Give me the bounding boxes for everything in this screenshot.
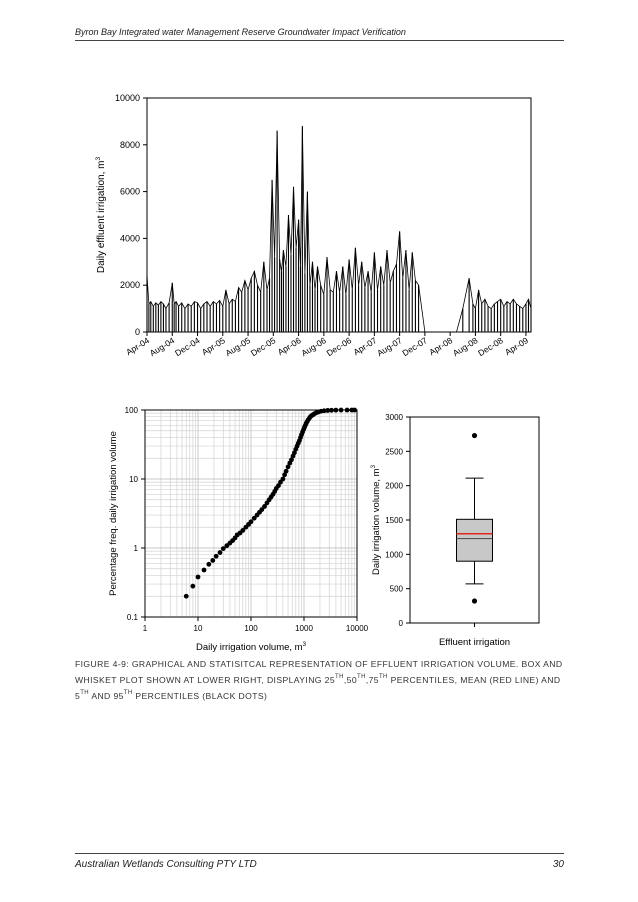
freq-point	[206, 561, 212, 567]
timeseries-y-tick-label: 0	[135, 327, 140, 337]
freq-point	[289, 457, 294, 463]
timeseries-x-tick-label: Apr-04	[124, 335, 151, 357]
timeseries-x-tick-label: Dec-06	[325, 335, 354, 358]
timeseries-x-tick-label: Aug-08	[451, 335, 480, 358]
box-category-label: Effluent irrigation	[439, 637, 510, 648]
freq-x-tick-label: 1000	[295, 624, 313, 633]
running-header: Byron Bay Integrated water Management Re…	[75, 27, 406, 37]
timeseries-y-tick-label: 6000	[120, 187, 140, 197]
freq-point	[329, 407, 334, 413]
freq-point	[195, 574, 201, 580]
freq-x-axis-label: Daily irrigation volume, m3	[196, 641, 307, 653]
freq-point	[210, 558, 216, 563]
freq-y-axis-label: Percentage freq. daily irrigation volume	[108, 431, 119, 596]
header-rule	[75, 40, 564, 41]
freq-point	[344, 407, 350, 413]
freq-point	[217, 550, 223, 555]
freq-point	[259, 507, 265, 513]
caption-sup-5: th	[123, 690, 133, 696]
freq-x-tick-label: 100	[244, 624, 258, 633]
timeseries-x-tick-label: Apr-06	[276, 335, 303, 357]
freq-point	[283, 468, 289, 474]
caption-sup-4: th	[80, 690, 89, 696]
freq-point	[183, 593, 189, 599]
freq-point	[352, 407, 357, 413]
timeseries-x-tick-label: Dec-05	[249, 335, 278, 358]
caption-sup-2: th	[357, 674, 366, 680]
timeseries-y-tick-label: 10000	[115, 93, 140, 103]
timeseries-x-tick-label: Dec-07	[400, 335, 429, 358]
box-y-tick-label: 3000	[385, 413, 403, 422]
timeseries-x-tick-label: Apr-08	[427, 335, 454, 357]
caption-text-4: percentiles, mean (red line) and 5	[75, 675, 561, 701]
caption-text-2: ,50	[343, 675, 358, 685]
timeseries-y-axis-label: Daily effluent irrigation, m3	[95, 156, 107, 273]
box-y-tick-label: 2000	[385, 482, 403, 491]
box-p95-dot	[471, 432, 478, 439]
box-y-tick-label: 500	[390, 585, 404, 594]
timeseries-x-tick-label: Aug-07	[375, 335, 404, 358]
freq-point	[251, 515, 257, 521]
freq-point	[248, 519, 254, 525]
timeseries-x-tick-label: Aug-06	[299, 335, 328, 358]
box-y-tick-label: 0	[399, 619, 404, 628]
freq-point	[240, 527, 246, 533]
caption-text-5: and 95	[89, 691, 124, 701]
freq-x-tick-label: 10	[194, 624, 203, 633]
freq-point	[262, 504, 267, 509]
timeseries-x-tick-label: Aug-04	[148, 335, 177, 358]
timeseries-x-tick-label: Apr-09	[503, 335, 530, 357]
timeseries-x-tick-label: Dec-08	[476, 335, 505, 358]
freq-point	[213, 553, 219, 559]
freq-point	[285, 464, 291, 470]
box-y-tick-label: 2500	[385, 447, 403, 456]
freq-point	[338, 407, 344, 413]
caption-text-3: ,75	[365, 675, 379, 685]
freq-point	[282, 472, 287, 478]
freq-x-tick-label: 1	[143, 624, 148, 633]
freq-y-tick-label: 1	[134, 544, 139, 553]
timeseries-x-tick-label: Apr-07	[351, 335, 378, 357]
freq-point	[280, 476, 286, 482]
footer-rule	[75, 853, 564, 854]
freq-point	[325, 408, 331, 413]
timeseries-plot-frame	[146, 97, 532, 333]
caption-sup-1: th	[335, 674, 344, 680]
timeseries-x-tick-label: Aug-05	[224, 335, 253, 358]
caption-text-6: percentiles (black dots)	[132, 691, 268, 701]
freq-point	[321, 408, 327, 414]
freq-y-tick-label: 100	[125, 406, 139, 415]
box-y-tick-label: 1000	[385, 550, 403, 559]
timeseries-y-tick-label: 8000	[120, 140, 140, 150]
caption-sup-3: th	[378, 674, 388, 680]
freq-point	[220, 546, 226, 552]
freq-point	[333, 407, 339, 413]
freq-point	[276, 483, 281, 489]
timeseries-line	[146, 126, 532, 333]
freq-y-tick-label: 10	[129, 475, 138, 484]
caption-text-1: Figure 4-9: Graphical and statisitcal re…	[75, 659, 563, 685]
timeseries-y-tick-label: 4000	[120, 233, 140, 243]
freq-x-tick-label: 10000	[346, 624, 369, 633]
page-number: 30	[552, 859, 564, 870]
box-p5-dot	[471, 598, 478, 604]
freq-y-tick-label: 0.1	[127, 613, 139, 622]
timeseries-y-tick-label: 2000	[120, 280, 140, 290]
freq-point	[190, 583, 196, 589]
footer-company: Australian Wetlands Consulting PTY LTD	[75, 859, 257, 870]
box-y-axis-label: Daily irrigation volume, m3	[370, 464, 382, 575]
box-y-tick-label: 1500	[385, 516, 403, 525]
timeseries-x-tick-label: Apr-05	[200, 335, 227, 357]
figure-caption: Figure 4-9: Graphical and statisitcal re…	[75, 656, 564, 704]
freq-point	[201, 567, 207, 573]
timeseries-x-tick-label: Dec-04	[173, 335, 202, 358]
box-iqr	[456, 518, 493, 562]
